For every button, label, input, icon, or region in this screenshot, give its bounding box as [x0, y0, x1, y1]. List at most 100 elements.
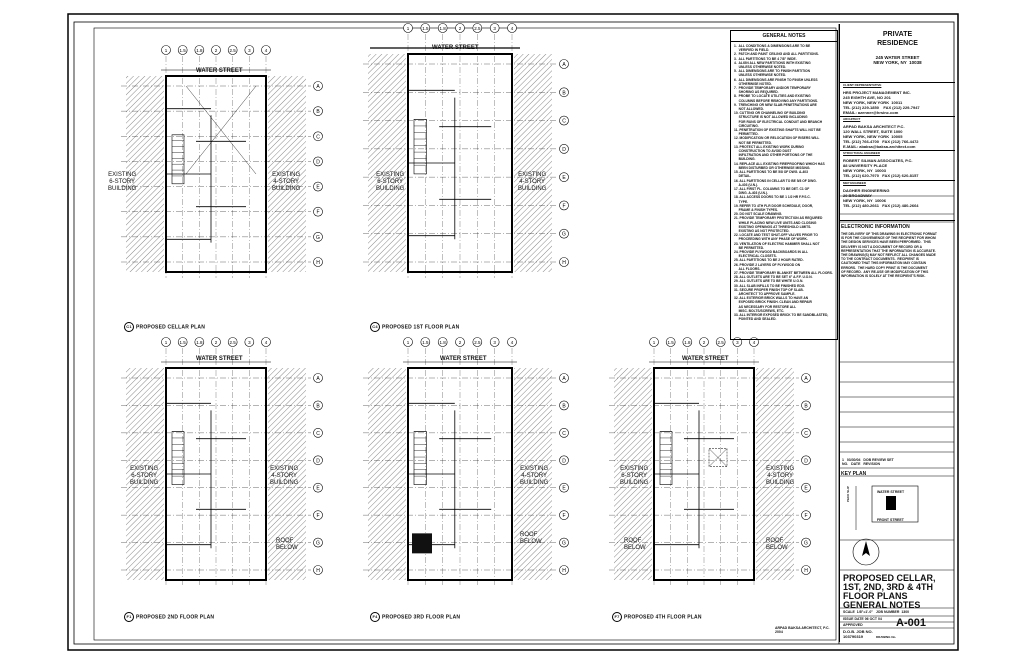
grid-bubble: [161, 337, 171, 347]
grid-bubble-label: 2: [215, 340, 218, 345]
grid-bubble-label: G: [316, 541, 320, 547]
consultant-info: HRS PROJECT MANAGEMENT INC. 245 EIGHTH A…: [843, 90, 920, 115]
grid-bubble: [455, 337, 465, 347]
grid-bubble: [559, 482, 569, 493]
grid-bubble-label: 3: [493, 26, 496, 31]
plan-title: PROPOSED 4TH FLOOR PLAN: [624, 614, 702, 621]
stair: [171, 134, 185, 185]
electronic-info-body: THE DELIVERY OF THIS DRAWING IN ELECTRON…: [841, 232, 937, 279]
grid-bubble: [313, 482, 323, 493]
grid-bubble: [420, 337, 431, 347]
grid-bubble: [559, 257, 569, 267]
neighbor-hatch: [514, 54, 552, 272]
grid-bubble: [194, 45, 205, 55]
consultant-role: ARCHITECT: [843, 117, 861, 121]
grid-bubble-label: 1: [165, 48, 168, 53]
grid-bubble: [227, 337, 238, 347]
key-plan-street: WATER STREET: [877, 490, 905, 494]
grid-bubble-label: 2.5: [718, 340, 725, 345]
grid-bubble-label: 4: [753, 340, 756, 345]
existing-6-story-label: EXISTING 6-STORY BUILDING: [376, 172, 405, 192]
plan-title: PROPOSED 1ST FLOOR PLAN: [382, 324, 460, 331]
grid-bubble-label: 4: [511, 26, 514, 31]
consultant-architect: ARCHITECT ARPAD BAKSA ARCHITECT P.C. 120…: [840, 116, 955, 151]
general-notes-title: GENERAL NOTES: [731, 31, 837, 42]
drawing-approved: APPROVED: [843, 623, 863, 627]
roof-below-label: ROOF BELOW: [624, 538, 646, 551]
consultant-mep: MEP ENGINEER DAGHER ENGINEERING 29 BROAD…: [840, 180, 955, 221]
plan-id: F4: [370, 612, 380, 622]
neighbor-hatch: [514, 368, 552, 580]
grid-bubble-label: 2: [703, 340, 706, 345]
plan-title: PROPOSED 3RD FLOOR PLAN: [382, 614, 461, 621]
grid-bubble: [211, 45, 221, 55]
street-label: WATER STREET: [682, 356, 729, 362]
grid-bubble: [313, 131, 323, 142]
existing-4-story-label: EXISTING 4-STORY BUILDING: [270, 466, 299, 486]
grid-bubble: [559, 565, 569, 575]
grid-bubble-label: G: [316, 235, 320, 241]
grid-bubble-label: F: [316, 210, 319, 216]
plan-id: F7: [612, 612, 622, 622]
grid-bubble-label: A: [316, 376, 320, 382]
grid-bubble: [489, 23, 500, 33]
grid-bubble: [682, 337, 693, 347]
grid-bubble: [313, 232, 323, 242]
grid-bubble-label: D: [804, 458, 808, 464]
existing-6-story-label: EXISTING 6-STORY BUILDING: [108, 172, 137, 192]
neighbor-hatch: [614, 368, 652, 580]
general-notes-box: GENERAL NOTES 1. ALL CONDITIONS & DIMENS…: [730, 30, 838, 340]
street-label: WATER STREET: [440, 356, 487, 362]
grid-bubble: [559, 200, 569, 211]
grid-bubble-label: 1.8: [196, 340, 203, 345]
grid-bubble: [801, 400, 811, 411]
grid-bubble: [437, 337, 448, 347]
neighbor-hatch: [368, 54, 406, 272]
grid-bubble-label: E: [562, 175, 566, 181]
drawing-number-label: DRAWING No.: [876, 635, 897, 639]
grid-bubble: [559, 455, 569, 466]
grid-bubble-label: C: [316, 134, 320, 140]
grid-bubble-label: D: [316, 159, 320, 165]
plan-id: C4: [370, 322, 380, 332]
roof-below-label: ROOF BELOW: [520, 532, 542, 545]
grid-bubble-label: F: [316, 513, 319, 519]
grid-bubble: [472, 337, 483, 347]
grid-bubble: [801, 428, 811, 438]
grid-bubble-label: 1: [407, 340, 410, 345]
grid-bubble-label: 1.5: [422, 26, 429, 31]
grid-bubble-label: 1.5: [422, 340, 429, 345]
existing-4-story-label: EXISTING 4-STORY BUILDING: [520, 466, 549, 486]
grid-bubble: [403, 23, 413, 33]
grid-bubble-label: A: [562, 376, 566, 382]
grid-bubble-label: A: [316, 84, 320, 90]
consultant-info: ROBERT SILMAN ASSOCIATES, P.C. 88 UNIVER…: [843, 158, 919, 178]
existing-6-story-label: EXISTING 6-STORY BUILDING: [620, 466, 649, 486]
neighbor-hatch: [126, 76, 164, 272]
grid-bubble-label: A: [562, 62, 566, 68]
drawing-issue-date: ISSUE DATE 06 OCT 04: [843, 617, 882, 621]
grid-bubble: [559, 400, 569, 411]
key-plan-outline: [871, 485, 919, 523]
grid-bubble: [177, 45, 188, 55]
grid-bubble-label: 1: [407, 26, 410, 31]
plan-title: PROPOSED 2ND FLOOR PLAN: [136, 614, 215, 621]
grid-bubble-label: H: [562, 568, 566, 574]
grid-bubble: [313, 428, 323, 438]
grid-bubble-label: 1.5: [668, 340, 675, 345]
roof-below-label: ROOF BELOW: [766, 538, 788, 551]
grid-bubble-label: F: [804, 513, 807, 519]
grid-bubble: [559, 87, 569, 98]
grid-bubble: [801, 537, 811, 548]
grid-bubble: [507, 23, 517, 33]
grid-bubble-label: H: [316, 260, 320, 266]
project-address: 245 WATER STREET NEW YORK, NY 10038: [873, 55, 922, 65]
grid-bubble-label: E: [804, 486, 808, 492]
stair: [413, 431, 427, 485]
grid-bubble-label: 4: [265, 48, 268, 53]
